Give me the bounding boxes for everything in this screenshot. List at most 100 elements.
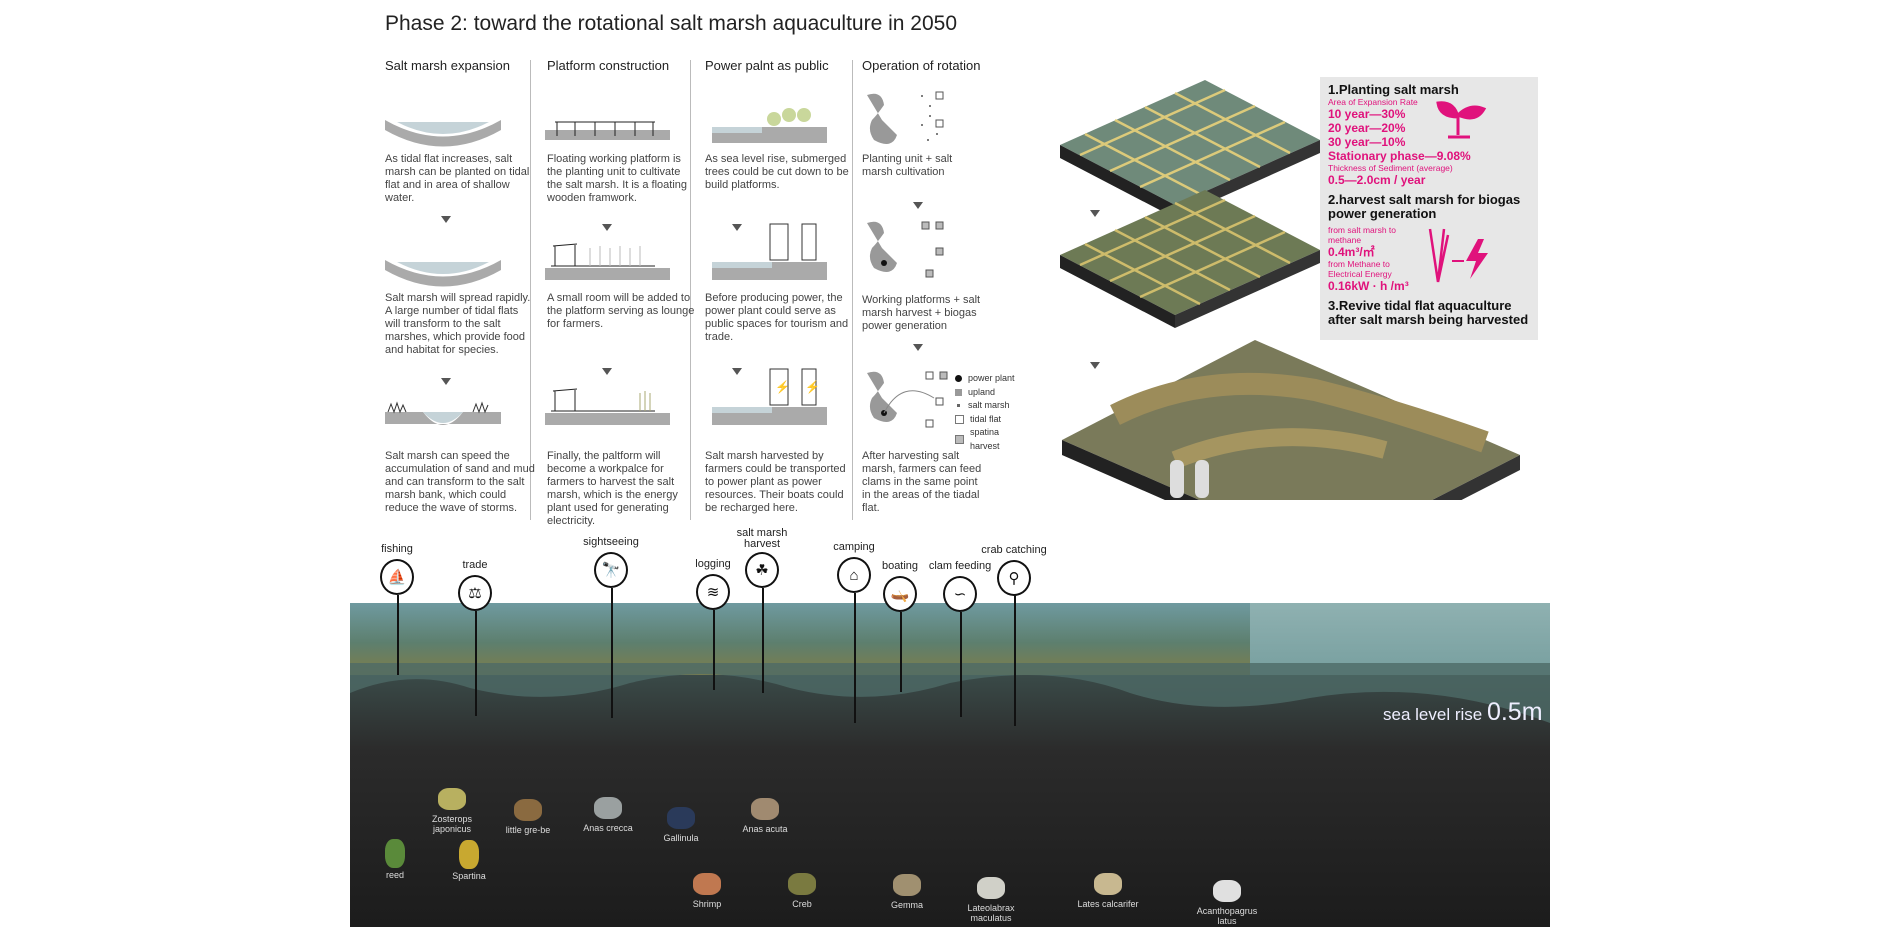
sightseeing-icon: 🔭 <box>594 552 628 588</box>
legend-item: power plant <box>955 372 1015 386</box>
sprout-icon <box>1436 101 1487 139</box>
species-label: Gallinula <box>663 833 699 843</box>
svg-text:⚡: ⚡ <box>805 380 820 394</box>
species-label: Acanthopagrus latus <box>1196 906 1258 926</box>
species-image <box>459 840 479 869</box>
column-salt-marsh-expansion: Salt marsh expansion <box>385 58 535 73</box>
species-image <box>594 797 622 819</box>
activity-label: boating <box>881 560 919 572</box>
species-image <box>385 839 405 868</box>
legend-item: salt marsh <box>955 399 1015 413</box>
arrow-down-icon <box>602 224 612 231</box>
arrow-down-icon <box>913 344 923 351</box>
species-image <box>977 877 1005 899</box>
rate: 10 year—30% <box>1328 107 1406 121</box>
rotation-diagram <box>867 221 944 278</box>
panel-sub: Area of Expansion Rate <box>1328 97 1418 107</box>
legend-item: tidal flat <box>955 413 1015 427</box>
sediment-value: 0.5—2.0cm / year <box>1328 173 1426 187</box>
pointer-line <box>960 612 962 717</box>
arrow-down-icon <box>441 216 451 223</box>
terrain-profile <box>350 663 1550 723</box>
description: After harvesting salt marsh, farmers can… <box>862 450 982 514</box>
info-panel: 1.Planting salt marsh Area of Expansion … <box>1320 77 1538 340</box>
panel-heading: 2.harvest salt marsh for biogas power ge… <box>1328 192 1521 221</box>
description: Before producing power, the power plant … <box>705 292 849 343</box>
description: Salt marsh will spread rapidly. A large … <box>385 292 531 356</box>
species-label: Zosterops japonicus <box>431 814 473 834</box>
platform-sketch <box>545 121 670 140</box>
column-heading: Platform construction <box>547 58 670 73</box>
activity-label: logging <box>695 558 731 570</box>
iso-block-harvest <box>1060 190 1320 328</box>
description: Finally, the paltform will become a work… <box>547 450 678 527</box>
camping-icon: ⌂ <box>837 557 871 593</box>
panel-heading: 3.Revive tidal flat aquaculture after sa… <box>1328 298 1529 327</box>
species-image <box>751 798 779 820</box>
pointer-line <box>900 612 902 692</box>
species-image <box>667 807 695 829</box>
clam-feeding-icon: ∽ <box>943 576 977 612</box>
iso-block-section <box>1062 340 1520 500</box>
iso-block-planting <box>1060 80 1320 218</box>
description: Salt marsh harvested by farmers could be… <box>705 450 846 514</box>
arrow-down-icon <box>732 368 742 375</box>
divider <box>852 60 853 520</box>
species-label: Lateolabrax maculatus <box>967 903 1015 923</box>
divider <box>690 60 691 520</box>
species-label: Spartina <box>452 871 486 881</box>
arrow-down-icon <box>441 378 451 385</box>
trees-section-sketch <box>712 108 827 143</box>
rate: 30 year—10% <box>1328 135 1406 149</box>
species-label: Creb <box>792 899 812 909</box>
rotation-legend: power plant upland salt marsh tidal flat… <box>955 372 1015 453</box>
column-platform-construction: Platform construction <box>547 58 697 73</box>
column-heading: Power palnt as public <box>705 58 829 73</box>
rotation-diagram <box>867 371 948 428</box>
power-plant-sketch: ⚡⚡ <box>712 368 827 425</box>
species-image <box>438 788 466 810</box>
pointer-line <box>762 588 764 693</box>
activity-label: fishing <box>381 543 413 555</box>
salt-marsh-harvest-icon: ☘ <box>745 552 779 588</box>
arrow-down-icon <box>732 224 742 231</box>
legend-item: spatina harvest <box>955 426 1015 453</box>
description: As sea level rise, submerged trees could… <box>705 153 849 191</box>
column-heading: Operation of rotation <box>862 58 981 73</box>
description: A small room will be added to the platfo… <box>547 292 695 330</box>
activity-label: crab catching <box>981 544 1047 556</box>
species-label: Shrimp <box>692 899 722 909</box>
rotation-diagram <box>867 91 944 144</box>
boating-icon: 🛶 <box>883 576 917 612</box>
species-image <box>1094 873 1122 895</box>
panel-heading: 1.Planting salt marsh <box>1328 82 1459 97</box>
species-label: Anas acuta <box>742 824 788 834</box>
column-power-plant: Power palnt as public <box>705 58 855 73</box>
species-image <box>893 874 921 896</box>
fishing-icon: ⛵ <box>380 559 414 595</box>
activity-label: trade <box>462 559 488 571</box>
energy-value: 0.16kW · h /m³ <box>1328 279 1409 293</box>
svg-text:⚡: ⚡ <box>775 380 790 394</box>
marsh-section-sketch <box>385 120 501 147</box>
landscape-section <box>350 603 1550 927</box>
arrow-down-icon <box>913 202 923 209</box>
species-label: Lates calcarifer <box>1077 899 1139 909</box>
description: Floating working platform is the plantin… <box>547 153 688 204</box>
description: Planting unit + salt marsh cultivation <box>862 153 953 178</box>
species-image <box>514 799 542 821</box>
activity-label: sightseeing <box>583 536 639 548</box>
arrow-down-icon <box>1090 210 1100 217</box>
species-image <box>1213 880 1241 902</box>
power-plant-sketch <box>712 223 827 280</box>
pointer-line <box>475 611 477 716</box>
description: As tidal flat increases, salt marsh can … <box>385 153 530 204</box>
column-operation-rotation: Operation of rotation <box>862 58 1012 73</box>
species-image <box>693 873 721 895</box>
species-image <box>788 873 816 895</box>
species-label: reed <box>385 870 405 880</box>
panel-sub: from salt marsh to methane <box>1328 225 1397 245</box>
sea-level-label: sea level rise 0.5m <box>1383 698 1543 726</box>
pointer-line <box>713 610 715 690</box>
divider <box>530 60 531 520</box>
